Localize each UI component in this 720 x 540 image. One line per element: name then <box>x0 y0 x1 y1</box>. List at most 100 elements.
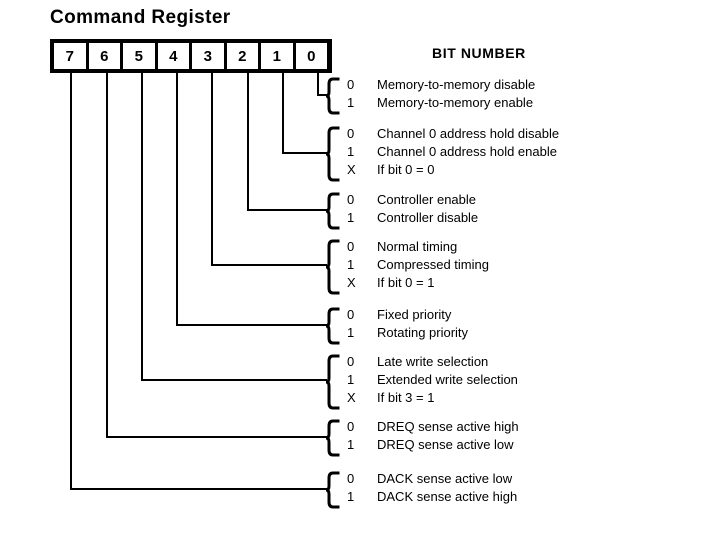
brace-icon <box>325 77 341 115</box>
bit-row: 0 Fixed priority <box>347 307 468 325</box>
group-rows: 0 Controller enable 1 Controller disable <box>341 192 478 228</box>
bit-cell-7: 7 <box>54 43 86 69</box>
command-register-box: 7 6 5 4 3 2 1 0 <box>50 39 332 73</box>
row-value: X <box>347 162 356 177</box>
bit-group-1: 0 Channel 0 address hold disable 1 Chann… <box>325 126 559 182</box>
row-description: Channel 0 address hold disable <box>377 126 560 141</box>
row-description: DACK sense active high <box>377 489 518 504</box>
leader-bit-5 <box>141 73 327 381</box>
leader-bit-3 <box>211 73 327 266</box>
row-value: 1 <box>347 95 355 110</box>
bit-row: 0 Controller enable <box>347 192 478 210</box>
leader-bit-2 <box>247 73 327 211</box>
brace-icon <box>325 471 341 509</box>
leader-bit-1 <box>282 73 327 154</box>
brace-icon <box>325 354 341 410</box>
row-description: Normal timing <box>377 239 458 254</box>
bit-row: 0 Late write selection <box>347 354 518 372</box>
row-value: X <box>347 275 356 290</box>
row-value: 0 <box>347 77 355 92</box>
row-value: 1 <box>347 144 355 159</box>
bit-row: 1 Memory-to-memory enable <box>347 95 535 113</box>
row-description: Memory-to-memory disable <box>377 77 536 92</box>
row-description: DREQ sense active high <box>377 419 519 434</box>
row-description: Compressed timing <box>377 257 489 272</box>
bit-cell-4: 4 <box>157 43 189 69</box>
bit-row: 1 Controller disable <box>347 210 478 228</box>
bit-group-2: 0 Controller enable 1 Controller disable <box>325 192 478 230</box>
row-description: Controller enable <box>377 192 477 207</box>
row-value: 0 <box>347 126 355 141</box>
bit-cell-1: 1 <box>261 43 293 69</box>
row-value: X <box>347 390 356 405</box>
row-description: Controller disable <box>377 210 479 225</box>
bit-cell-5: 5 <box>123 43 155 69</box>
row-description: Rotating priority <box>377 325 469 340</box>
bit-cell-6: 6 <box>88 43 120 69</box>
bit-group-4: 0 Fixed priority 1 Rotating priority <box>325 307 468 345</box>
row-value: 1 <box>347 325 355 340</box>
row-value: 1 <box>347 257 355 272</box>
leader-bit-6 <box>106 73 327 438</box>
row-description: Memory-to-memory enable <box>377 95 534 110</box>
group-rows: 0 Normal timing 1 Compressed timing X If… <box>341 239 489 293</box>
row-description: Extended write selection <box>377 372 518 387</box>
bit-group-3: 0 Normal timing 1 Compressed timing X If… <box>325 239 489 295</box>
group-rows: 0 DREQ sense active high 1 DREQ sense ac… <box>341 419 519 455</box>
bit-group-7: 0 DACK sense active low 1 DACK sense act… <box>325 471 517 509</box>
bit-row: 1 DACK sense active high <box>347 489 517 507</box>
row-description: If bit 3 = 1 <box>377 390 435 405</box>
leader-bit-0 <box>317 73 327 96</box>
row-description: If bit 0 = 1 <box>377 275 435 290</box>
bit-row: X If bit 0 = 0 <box>347 162 559 180</box>
row-description: DACK sense active low <box>377 471 513 486</box>
bit-row: 1 Rotating priority <box>347 325 468 343</box>
row-value: 0 <box>347 471 355 486</box>
bit-row: 0 DACK sense active low <box>347 471 517 489</box>
leader-bit-4 <box>176 73 327 326</box>
bit-cell-2: 2 <box>226 43 258 69</box>
leader-bit-7 <box>70 73 327 490</box>
bit-row: 0 Normal timing <box>347 239 489 257</box>
bit-group-6: 0 DREQ sense active high 1 DREQ sense ac… <box>325 419 519 457</box>
row-value: 0 <box>347 419 355 434</box>
bit-group-5: 0 Late write selection 1 Extended write … <box>325 354 518 410</box>
bit-row: 1 Extended write selection <box>347 372 518 390</box>
brace-icon <box>325 239 341 295</box>
bit-row: 0 DREQ sense active high <box>347 419 519 437</box>
row-value: 1 <box>347 437 355 452</box>
page-title: Command Register <box>50 7 231 28</box>
row-value: 0 <box>347 192 355 207</box>
group-rows: 0 Late write selection 1 Extended write … <box>341 354 518 408</box>
bit-number-header: BIT NUMBER <box>432 45 526 61</box>
brace-icon <box>325 419 341 457</box>
row-value: 0 <box>347 354 355 369</box>
row-description: If bit 0 = 0 <box>377 162 435 177</box>
row-description: DREQ sense active low <box>377 437 514 452</box>
bit-row: 0 Memory-to-memory disable <box>347 77 535 95</box>
brace-icon <box>325 126 341 182</box>
row-value: 1 <box>347 489 355 504</box>
row-description: Late write selection <box>377 354 489 369</box>
bit-row: 1 Channel 0 address hold enable <box>347 144 559 162</box>
bit-row: X If bit 3 = 1 <box>347 390 518 408</box>
group-rows: 0 Channel 0 address hold disable 1 Chann… <box>341 126 559 180</box>
bit-cell-0: 0 <box>295 43 327 69</box>
row-value: 0 <box>347 307 355 322</box>
bit-row: X If bit 0 = 1 <box>347 275 489 293</box>
group-rows: 0 DACK sense active low 1 DACK sense act… <box>341 471 517 507</box>
group-rows: 0 Memory-to-memory disable 1 Memory-to-m… <box>341 77 535 113</box>
bit-row: 1 Compressed timing <box>347 257 489 275</box>
row-description: Channel 0 address hold enable <box>377 144 557 159</box>
bit-cell-3: 3 <box>192 43 224 69</box>
brace-icon <box>325 192 341 230</box>
bit-row: 0 Channel 0 address hold disable <box>347 126 559 144</box>
row-value: 1 <box>347 210 355 225</box>
row-value: 0 <box>347 239 355 254</box>
brace-icon <box>325 307 341 345</box>
bit-row: 1 DREQ sense active low <box>347 437 519 455</box>
row-value: 1 <box>347 372 355 387</box>
row-description: Fixed priority <box>377 307 452 322</box>
